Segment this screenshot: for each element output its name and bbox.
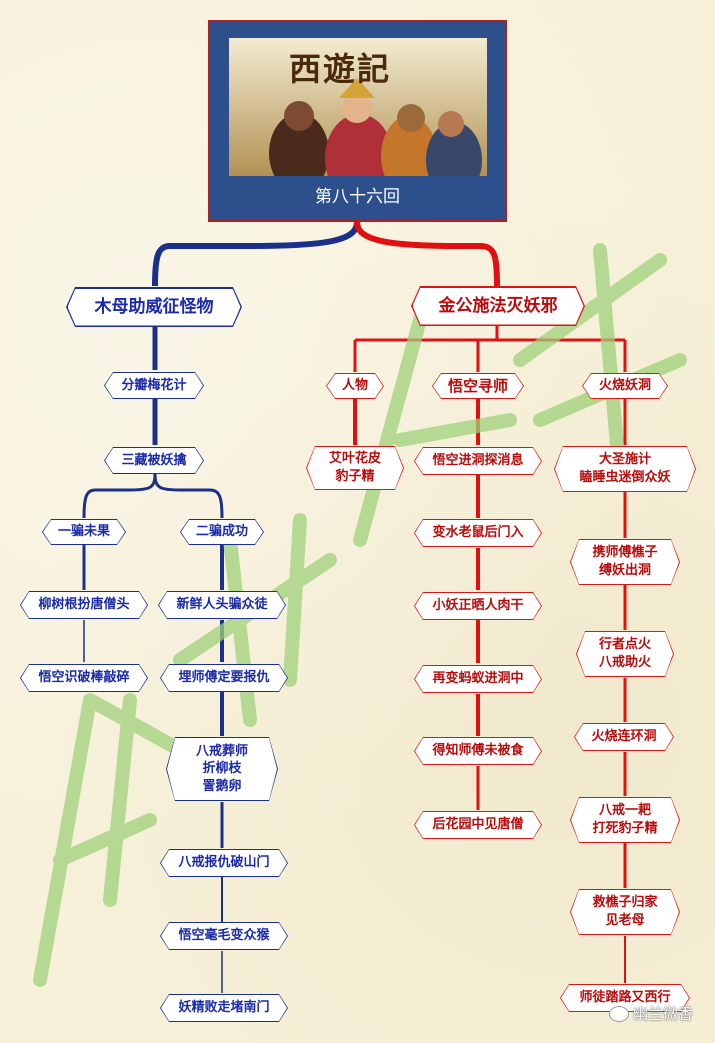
col2-item-6[interactable]: 后花园中见唐僧 bbox=[414, 811, 542, 839]
left-main-node[interactable]: 木母助威征怪物 bbox=[66, 287, 242, 327]
left-main-label: 木母助威征怪物 bbox=[68, 289, 241, 326]
col3-item-2[interactable]: 携师傅樵子 缚妖出洞 bbox=[570, 539, 680, 585]
col3-item-5[interactable]: 八戒一耙 打死豹子精 bbox=[570, 797, 680, 843]
col1-title[interactable]: 人物 bbox=[326, 373, 384, 399]
wechat-icon bbox=[609, 1006, 629, 1022]
branch-b-item-4[interactable]: 八戒报仇破山门 bbox=[160, 849, 288, 877]
root-node[interactable]: 西遊記 第八十六回 bbox=[208, 20, 507, 222]
col2-item-5[interactable]: 得知师傅未被食 bbox=[414, 737, 542, 765]
col3-item-1[interactable]: 大圣施计 瞌睡虫迷倒众妖 bbox=[554, 446, 696, 492]
branch-a-item-2[interactable]: 悟空识破棒敲碎 bbox=[20, 664, 148, 692]
branch-a-title[interactable]: 一骗未果 bbox=[42, 519, 126, 545]
col3-item-6[interactable]: 救樵子归家 见老母 bbox=[570, 889, 680, 935]
poster-image: 西遊記 bbox=[229, 38, 487, 176]
right-main-node[interactable]: 金公施法灭妖邪 bbox=[411, 286, 585, 326]
col2-item-4[interactable]: 再变蚂蚁进洞中 bbox=[414, 665, 542, 693]
branch-a-item-1[interactable]: 柳树根扮唐僧头 bbox=[20, 591, 148, 619]
branch-b-item-6[interactable]: 妖精败走堵南门 bbox=[160, 994, 288, 1022]
col2-item-2[interactable]: 变水老鼠后门入 bbox=[414, 519, 542, 547]
col2-item-1[interactable]: 悟空进洞探消息 bbox=[414, 447, 542, 475]
right-main-label: 金公施法灭妖邪 bbox=[413, 288, 584, 325]
col3-item-4[interactable]: 火烧连环洞 bbox=[574, 723, 674, 751]
branch-b-item-3[interactable]: 八戒葬师 折柳枝 詈鹅卵 bbox=[166, 737, 278, 801]
root-label: 第八十六回 bbox=[210, 182, 505, 207]
credit-label: 幽兰微香 bbox=[609, 1003, 693, 1024]
poster-title: 西遊記 bbox=[289, 44, 391, 90]
left-chain-node-1[interactable]: 分瓣梅花计 bbox=[104, 372, 204, 399]
branch-b-item-1[interactable]: 新鲜人头骗众徒 bbox=[158, 591, 286, 619]
branch-b-item-2[interactable]: 埋师傅定要报仇 bbox=[160, 664, 288, 692]
col3-title[interactable]: 火烧妖洞 bbox=[582, 373, 668, 399]
left-chain-node-2[interactable]: 三藏被妖擒 bbox=[104, 447, 204, 474]
branch-b-title[interactable]: 二骗成功 bbox=[180, 519, 264, 545]
col2-title[interactable]: 悟空寻师 bbox=[432, 373, 524, 399]
col2-item-3[interactable]: 小妖正晒人肉干 bbox=[414, 592, 542, 620]
col3-item-3[interactable]: 行者点火 八戒助火 bbox=[576, 631, 674, 677]
col1-item-1[interactable]: 艾叶花皮 豹子精 bbox=[306, 446, 404, 490]
branch-b-item-5[interactable]: 悟空毫毛变众猴 bbox=[160, 922, 288, 950]
